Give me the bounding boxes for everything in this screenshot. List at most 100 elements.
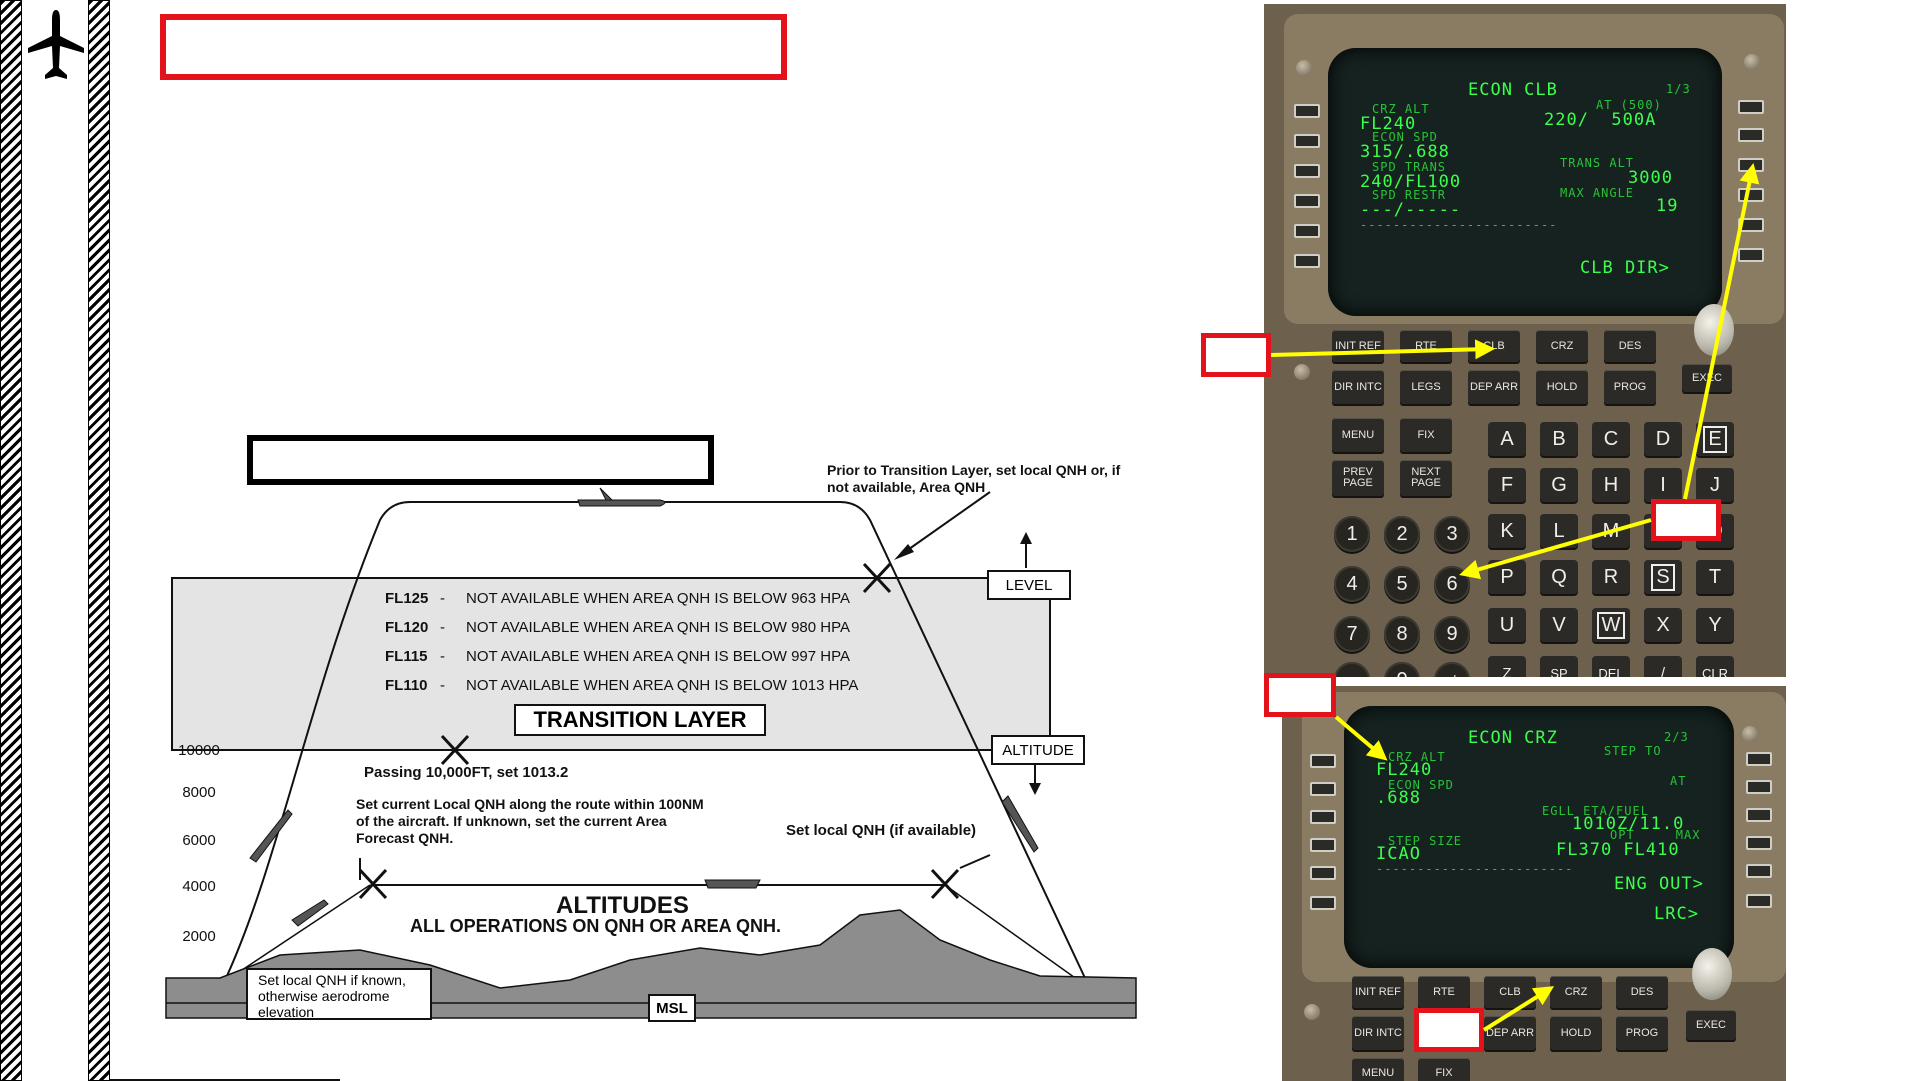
key-2[interactable]: 2 <box>1384 516 1420 552</box>
lsk-left-6[interactable] <box>1294 254 1320 268</box>
key-dot[interactable]: . <box>1334 662 1370 677</box>
exec-key[interactable]: EXEC <box>1686 1010 1736 1040</box>
fmc-top-r1-label: AT (500) <box>1596 98 1662 112</box>
key-P[interactable]: P <box>1488 560 1526 594</box>
key-X[interactable]: X <box>1644 608 1682 642</box>
key-SP[interactable]: SP <box>1540 656 1578 677</box>
dir-intc-key[interactable]: DIR INTC <box>1352 1016 1404 1050</box>
key-R[interactable]: R <box>1592 560 1630 594</box>
key-G[interactable]: G <box>1540 468 1578 502</box>
key-B[interactable]: B <box>1540 422 1578 456</box>
crz-key[interactable]: CRZ <box>1536 330 1588 362</box>
key-plus-minus[interactable]: +/- <box>1434 662 1470 677</box>
lsk-left-6[interactable] <box>1310 896 1336 910</box>
lsk-right-2[interactable] <box>1738 128 1764 142</box>
init-ref-key[interactable]: INIT REF <box>1352 976 1404 1008</box>
next-page-key[interactable]: NEXT PAGE <box>1400 460 1452 496</box>
key-I[interactable]: I <box>1644 468 1682 502</box>
menu-key[interactable]: MENU <box>1352 1058 1404 1081</box>
rte-key[interactable]: RTE <box>1400 330 1452 362</box>
key-8[interactable]: 8 <box>1384 616 1420 652</box>
key-S[interactable]: S <box>1644 560 1682 594</box>
clb-key[interactable]: CLB <box>1484 976 1536 1008</box>
lsk-right-6[interactable] <box>1738 248 1764 262</box>
key-Z[interactable]: Z <box>1488 656 1526 677</box>
lsk-left-3[interactable] <box>1310 810 1336 824</box>
lsk-left-5[interactable] <box>1310 866 1336 880</box>
legs-key[interactable]: LEGS <box>1400 370 1452 404</box>
key-Y[interactable]: Y <box>1696 608 1734 642</box>
lsk-right-1[interactable] <box>1746 752 1772 766</box>
key-4[interactable]: 4 <box>1334 566 1370 602</box>
des-key[interactable]: DES <box>1616 976 1668 1008</box>
lsk-right-5[interactable] <box>1746 864 1772 878</box>
lsk-right-2[interactable] <box>1746 780 1772 794</box>
rte-key[interactable]: RTE <box>1418 976 1470 1008</box>
exec-key[interactable]: EXEC <box>1682 364 1732 392</box>
key-C[interactable]: C <box>1592 422 1630 456</box>
key-K[interactable]: K <box>1488 514 1526 548</box>
lsk-left-2[interactable] <box>1310 782 1336 796</box>
key-7[interactable]: 7 <box>1334 616 1370 652</box>
lsk-left-3[interactable] <box>1294 164 1320 178</box>
key-E[interactable]: E <box>1696 422 1734 456</box>
dir-intc-key[interactable]: DIR INTC <box>1332 370 1384 404</box>
key-CLR[interactable]: CLR <box>1696 656 1734 677</box>
brightness-knob[interactable] <box>1694 304 1734 356</box>
key-J[interactable]: J <box>1696 468 1734 502</box>
des-key[interactable]: DES <box>1604 330 1656 362</box>
key-F[interactable]: F <box>1488 468 1526 502</box>
dep-arr-key[interactable]: DEP ARR <box>1484 1016 1536 1050</box>
prev-page-key[interactable]: PREV PAGE <box>1332 460 1384 496</box>
lsk-left-1[interactable] <box>1294 104 1320 118</box>
left-rail-stripe-inner <box>88 0 110 1081</box>
prog-key[interactable]: PROG <box>1616 1016 1668 1050</box>
key-1[interactable]: 1 <box>1334 516 1370 552</box>
lsk-right-4[interactable] <box>1738 188 1764 202</box>
brightness-knob[interactable] <box>1692 948 1732 1000</box>
key-0[interactable]: 0 <box>1384 662 1420 677</box>
key-L[interactable]: L <box>1540 514 1578 548</box>
lsk-left-2[interactable] <box>1294 134 1320 148</box>
init-ref-key[interactable]: INIT REF <box>1332 330 1384 362</box>
lsk-left-1[interactable] <box>1310 754 1336 768</box>
key-H[interactable]: H <box>1592 468 1630 502</box>
lsk-right-3[interactable] <box>1738 158 1764 172</box>
key-9[interactable]: 9 <box>1434 616 1470 652</box>
lsk-right-1[interactable] <box>1738 100 1764 114</box>
key-W[interactable]: W <box>1592 608 1630 642</box>
fix-key[interactable]: FIX <box>1418 1058 1470 1081</box>
key-T[interactable]: T <box>1696 560 1734 594</box>
lsk-right-4[interactable] <box>1746 836 1772 850</box>
lsk-right-5[interactable] <box>1738 218 1764 232</box>
key-D[interactable]: D <box>1644 422 1682 456</box>
lsk-right-3[interactable] <box>1746 808 1772 822</box>
lsk-left-4[interactable] <box>1310 838 1336 852</box>
key-A[interactable]: A <box>1488 422 1526 456</box>
fix-key[interactable]: FIX <box>1400 418 1452 452</box>
fmc-top-separator: ------------------------ <box>1360 218 1558 232</box>
key-3[interactable]: 3 <box>1434 516 1470 552</box>
prog-key[interactable]: PROG <box>1604 370 1656 404</box>
fmc-bottom-r6-value: LRC> <box>1654 904 1699 924</box>
clb-key[interactable]: CLB <box>1468 330 1520 362</box>
key-6[interactable]: 6 <box>1434 566 1470 602</box>
fmc-bottom-r3-value: 1010Z/11.0 <box>1572 814 1685 834</box>
crz-key[interactable]: CRZ <box>1550 976 1602 1008</box>
fmc-top-screen: ECON CLB 1/3 CRZ ALT AT (500) FL240 220/… <box>1328 48 1722 316</box>
lsk-right-6[interactable] <box>1746 894 1772 908</box>
flight-path <box>225 501 1086 979</box>
key-5[interactable]: 5 <box>1384 566 1420 602</box>
lsk-left-4[interactable] <box>1294 194 1320 208</box>
key-Q[interactable]: Q <box>1540 560 1578 594</box>
key-slash[interactable]: / <box>1644 656 1682 677</box>
menu-key[interactable]: MENU <box>1332 418 1384 452</box>
key-V[interactable]: V <box>1540 608 1578 642</box>
lsk-left-5[interactable] <box>1294 224 1320 238</box>
key-DEL[interactable]: DEL <box>1592 656 1630 677</box>
key-M[interactable]: M <box>1592 514 1630 548</box>
hold-key[interactable]: HOLD <box>1536 370 1588 404</box>
hold-key[interactable]: HOLD <box>1550 1016 1602 1050</box>
dep-arr-key[interactable]: DEP ARR <box>1468 370 1520 404</box>
key-U[interactable]: U <box>1488 608 1526 642</box>
